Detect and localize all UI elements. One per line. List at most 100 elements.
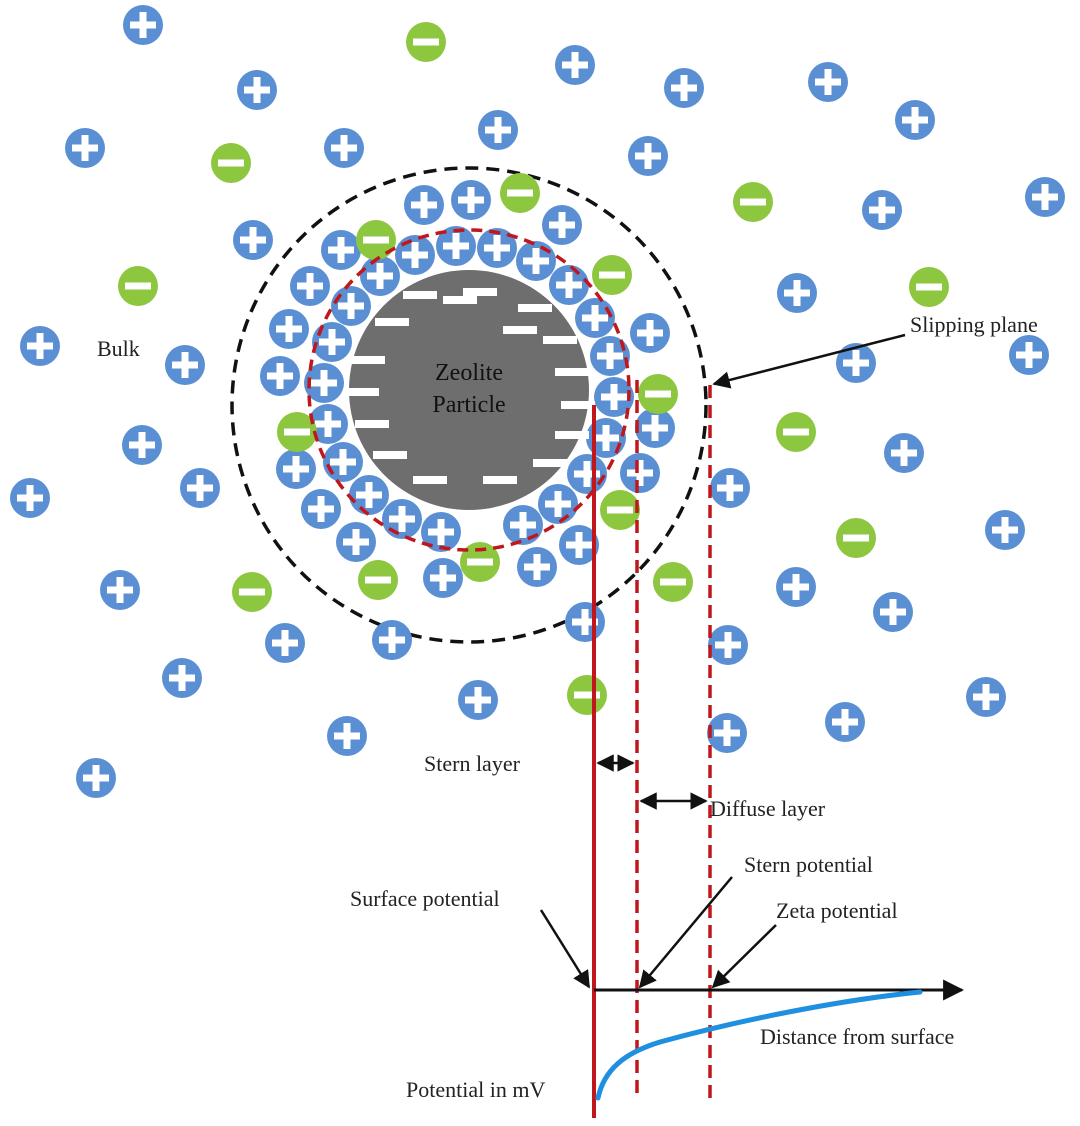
negative-ion-icon (836, 518, 876, 558)
negative-ion-icon (460, 542, 500, 582)
positive-ion-icon (308, 404, 348, 444)
surface-charge-minus (375, 318, 409, 326)
positive-ion-icon (327, 716, 367, 756)
positive-ion-icon (710, 468, 750, 508)
negative-ion-icon (653, 562, 693, 602)
positive-ion-icon (707, 713, 747, 753)
positive-ion-icon (323, 442, 363, 482)
positive-ion-icon (575, 298, 615, 338)
zeta-potential-label: Zeta potential (776, 898, 898, 923)
surface-charge-minus (351, 356, 385, 364)
positive-ion-icon (873, 592, 913, 632)
positive-ion-icon (301, 489, 341, 529)
positive-ion-icon (776, 567, 816, 607)
positive-ion-icon (635, 408, 675, 448)
positive-ion-icon (1025, 177, 1065, 217)
positive-ion-icon (290, 266, 330, 306)
positive-ion-icon (884, 433, 924, 473)
positive-ion-icon (421, 512, 461, 552)
potential-curve (595, 989, 923, 1101)
positive-ion-icon (555, 45, 595, 85)
positive-ion-icon (549, 265, 589, 305)
distance-axis-label: Distance from surface (760, 1024, 954, 1049)
positive-ion-icon (360, 256, 400, 296)
positive-ion-icon (1009, 335, 1049, 375)
positive-ion-icon (233, 220, 273, 260)
zeta-potential-pointer (711, 924, 777, 989)
positive-ion-icon (100, 570, 140, 610)
positive-ion-icon (20, 326, 60, 366)
negative-ion-icon (500, 173, 540, 213)
ions-group (10, 5, 1065, 798)
positive-ion-icon (477, 228, 517, 268)
positive-ion-icon (237, 70, 277, 110)
surface-potential-label: Surface potential (350, 886, 500, 911)
surface-charge-minus (355, 420, 389, 428)
positive-ion-icon (895, 100, 935, 140)
positive-ion-icon (65, 128, 105, 168)
surface-charge-minus (543, 336, 577, 344)
positive-ion-icon (349, 475, 389, 515)
negative-ion-icon (358, 560, 398, 600)
positive-ion-icon (517, 547, 557, 587)
negative-ion-icon (211, 143, 251, 183)
negative-ion-icon (909, 267, 949, 307)
stern-plane-boundary (307, 228, 631, 552)
surface-charge-minus (345, 388, 379, 396)
positive-ion-icon (404, 185, 444, 225)
surface-charge-minus (463, 288, 497, 296)
positive-ion-icon (276, 449, 316, 489)
surface-charge-minus (413, 476, 447, 484)
positive-ion-icon (123, 5, 163, 45)
positive-ion-icon (567, 454, 607, 494)
positive-ion-icon (436, 226, 476, 266)
positive-ion-icon (451, 180, 491, 220)
positive-ion-icon (594, 377, 634, 417)
negative-ion-icon (776, 412, 816, 452)
positive-ion-icon (620, 453, 660, 493)
surface-potential-pointer (539, 909, 591, 989)
positive-ion-icon (808, 62, 848, 102)
positive-ion-icon (336, 522, 376, 562)
potential-axis-label: Potential in mV (406, 1077, 545, 1102)
surface-charge-minus (373, 451, 407, 459)
bulk-label: Bulk (97, 336, 140, 361)
surface-charge-minus (503, 326, 537, 334)
positive-ion-icon (777, 273, 817, 313)
surface-charge-minus (483, 476, 517, 484)
slipping-plane-boundary (230, 166, 708, 644)
positive-ion-icon (503, 505, 543, 545)
positive-ion-icon (542, 205, 582, 245)
positive-ion-icon (985, 510, 1025, 550)
positive-ion-icon (372, 620, 412, 660)
positive-ion-icon (304, 363, 344, 403)
positive-ion-icon (966, 677, 1006, 717)
positive-ion-icon (630, 313, 670, 353)
positive-ion-icon (559, 525, 599, 565)
positive-ion-icon (312, 322, 352, 362)
surface-charge-minus (555, 368, 589, 376)
slipping-plane-label: Slipping plane (910, 312, 1038, 337)
negative-ion-icon (232, 572, 272, 612)
diffuse-layer-label: Diffuse layer (710, 796, 826, 821)
positive-ion-icon (321, 230, 361, 270)
surface-charge-minus (518, 304, 552, 312)
negative-ion-icon (600, 490, 640, 530)
positive-ion-icon (538, 484, 578, 524)
slipping-plane-pointer (712, 333, 906, 389)
positive-ion-icon (162, 658, 202, 698)
particle-label-line1: Zeolite (435, 360, 503, 386)
surface-charge-minus (533, 459, 567, 467)
positive-ion-icon (862, 190, 902, 230)
positive-ion-icon (423, 558, 463, 598)
positive-ion-icon (76, 758, 116, 798)
positive-ion-icon (664, 68, 704, 108)
positive-ion-icon (260, 356, 300, 396)
positive-ion-icon (478, 110, 518, 150)
negative-ion-icon (356, 220, 396, 260)
positive-ion-icon (395, 235, 435, 275)
negative-ion-icon (406, 22, 446, 62)
surface-charge-minus (443, 296, 477, 304)
positive-ion-icon (836, 343, 876, 383)
